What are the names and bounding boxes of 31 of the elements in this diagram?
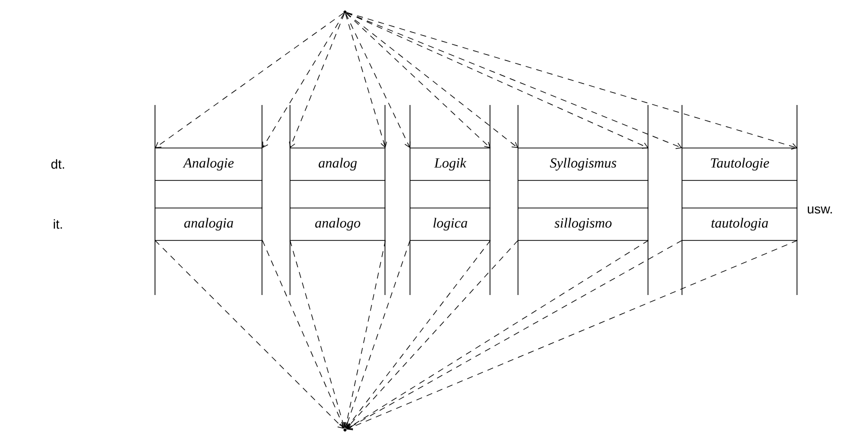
convergence-point xyxy=(344,10,346,14)
word-cell: Logik xyxy=(410,148,491,181)
arrow xyxy=(345,13,388,148)
row-label: it. xyxy=(54,219,62,229)
arrow xyxy=(346,240,798,430)
arrow xyxy=(343,240,386,428)
arrow xyxy=(346,12,798,150)
arrow xyxy=(346,12,490,148)
arrow xyxy=(345,13,411,148)
arrow xyxy=(290,240,346,428)
arrow xyxy=(155,12,344,148)
word-cell: tautologia xyxy=(682,208,798,241)
word-cell: analogo xyxy=(290,208,386,241)
row-label: dt. xyxy=(51,159,64,169)
word-cell: analogia xyxy=(154,208,263,241)
arrow xyxy=(344,240,410,428)
word-cell: sillogismo xyxy=(518,208,649,241)
word-cell: Syllogismus xyxy=(518,148,649,181)
word-cell: Tautologie xyxy=(682,148,798,181)
arrow xyxy=(289,13,345,148)
row-label: usw. xyxy=(808,206,832,214)
word-cell: analog xyxy=(290,148,386,181)
arrow xyxy=(154,240,344,429)
arrow xyxy=(262,13,344,148)
arrow xyxy=(346,240,491,429)
arrow xyxy=(346,240,518,429)
arrow xyxy=(262,240,346,428)
convergence-point xyxy=(344,428,346,432)
arrow xyxy=(346,12,518,148)
word-cell: logica xyxy=(410,208,491,241)
word-cell: Analogie xyxy=(154,148,263,181)
